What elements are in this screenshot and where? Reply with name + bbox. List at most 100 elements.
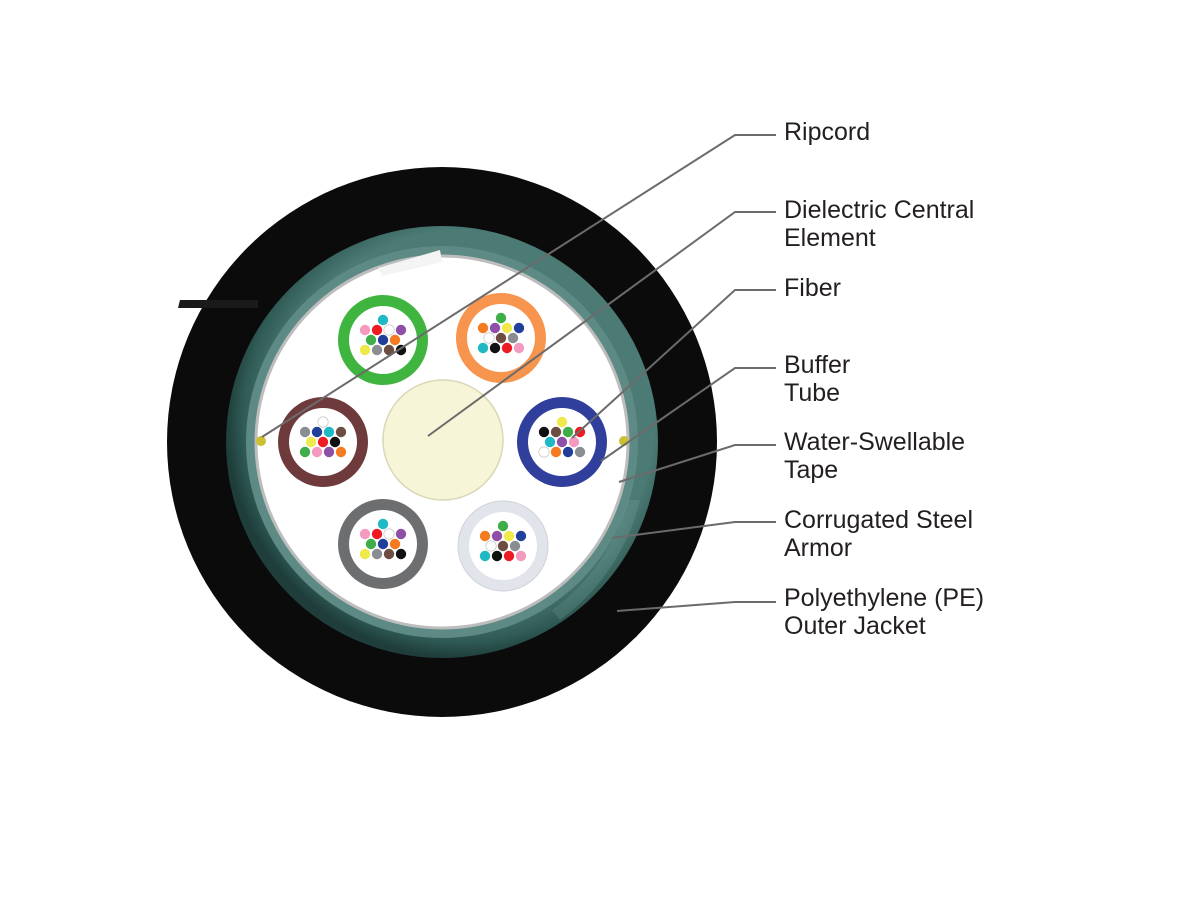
fiber <box>371 344 383 356</box>
fiber <box>311 426 323 438</box>
fiber <box>359 548 371 560</box>
fiber <box>299 426 311 438</box>
ripcord-left <box>256 436 266 446</box>
fiber <box>503 550 515 562</box>
fiber <box>323 446 335 458</box>
fiber <box>383 548 395 560</box>
fiber <box>359 324 371 336</box>
fiber <box>371 548 383 560</box>
fiber <box>323 426 335 438</box>
fiber <box>483 332 495 344</box>
fiber <box>491 530 503 542</box>
armor-shine <box>552 500 640 620</box>
fiber <box>329 436 341 448</box>
fiber <box>389 538 401 550</box>
fiber <box>495 312 507 324</box>
fiber <box>311 446 323 458</box>
fiber <box>317 416 329 428</box>
buffer-tube-white <box>457 500 549 592</box>
fiber <box>395 528 407 540</box>
jacket-notch <box>178 300 258 308</box>
label-line: Element <box>784 224 876 252</box>
fiber <box>509 540 521 552</box>
buffer-tubes <box>278 293 607 592</box>
fiber <box>574 446 586 458</box>
label-water-swellable-tape: Water-Swellable Tape <box>784 428 965 484</box>
label-line: Corrugated Steel <box>784 506 974 534</box>
buffer-tube-blue <box>517 397 607 487</box>
fiber <box>501 342 513 354</box>
fiber <box>477 342 489 354</box>
leader-armor <box>611 521 776 539</box>
fiber <box>489 342 501 354</box>
fiber <box>513 342 525 354</box>
leader-central <box>427 211 776 437</box>
fiber <box>359 528 371 540</box>
buffer-tube-orange <box>456 293 546 383</box>
buffer-tube-brown <box>278 397 368 487</box>
label-line: Dielectric Central <box>784 196 975 224</box>
fiber <box>497 540 509 552</box>
buffer-tube-green <box>338 295 428 385</box>
fiber <box>371 528 383 540</box>
label-buffer-tube: Buffer Tube <box>784 351 850 407</box>
label-dielectric-central-element: Dielectric Central Element <box>784 196 974 252</box>
fiber <box>479 530 491 542</box>
buffer-tube-gray <box>338 499 428 589</box>
fiber <box>556 416 568 428</box>
fiber <box>479 550 491 562</box>
fiber <box>317 436 329 448</box>
fiber <box>562 446 574 458</box>
fiber <box>550 426 562 438</box>
fiber <box>485 540 497 552</box>
fiber <box>395 548 407 560</box>
fiber <box>299 446 311 458</box>
leader-jacket <box>616 601 776 612</box>
leader-fiber <box>571 289 776 439</box>
fiber <box>495 332 507 344</box>
fiber <box>377 314 389 326</box>
fiber <box>377 334 389 346</box>
fiber <box>550 446 562 458</box>
label-ripcord: Ripcord <box>784 118 870 146</box>
label-line: Buffer <box>784 351 851 379</box>
fiber <box>489 322 501 334</box>
fiber <box>538 426 550 438</box>
label-line: Outer Jacket <box>784 612 926 640</box>
label-line: Fiber <box>784 274 841 302</box>
fiber <box>491 550 503 562</box>
fiber <box>389 334 401 346</box>
fiber <box>507 332 519 344</box>
label-line: Polyethylene (PE) <box>784 584 985 612</box>
label-pe-outer-jacket: Polyethylene (PE) Outer Jacket <box>784 584 984 640</box>
fiber <box>395 324 407 336</box>
tape-overlap <box>378 250 442 276</box>
leader-buffer <box>600 367 776 462</box>
fiber <box>503 530 515 542</box>
fiber <box>305 436 317 448</box>
fiber <box>513 322 525 334</box>
label-line: Tape <box>784 456 839 484</box>
dielectric-central-element <box>382 379 504 501</box>
fiber <box>377 538 389 550</box>
fiber <box>515 550 527 562</box>
fiber <box>383 344 395 356</box>
fiber <box>538 446 550 458</box>
label-line: Ripcord <box>784 118 871 146</box>
label-line: Water-Swellable <box>784 428 966 456</box>
fiber <box>383 324 395 336</box>
fiber <box>365 334 377 346</box>
fiber <box>497 520 509 532</box>
fiber <box>501 322 513 334</box>
fiber <box>359 344 371 356</box>
fiber <box>568 436 580 448</box>
leader-ripcord <box>261 134 776 438</box>
fiber <box>335 446 347 458</box>
label-line: Tube <box>784 379 841 407</box>
leader-tape <box>618 444 776 483</box>
label-corrugated-steel-armor: Corrugated Steel Armor <box>784 506 973 562</box>
fiber <box>515 530 527 542</box>
fiber <box>562 426 574 438</box>
fiber <box>544 436 556 448</box>
